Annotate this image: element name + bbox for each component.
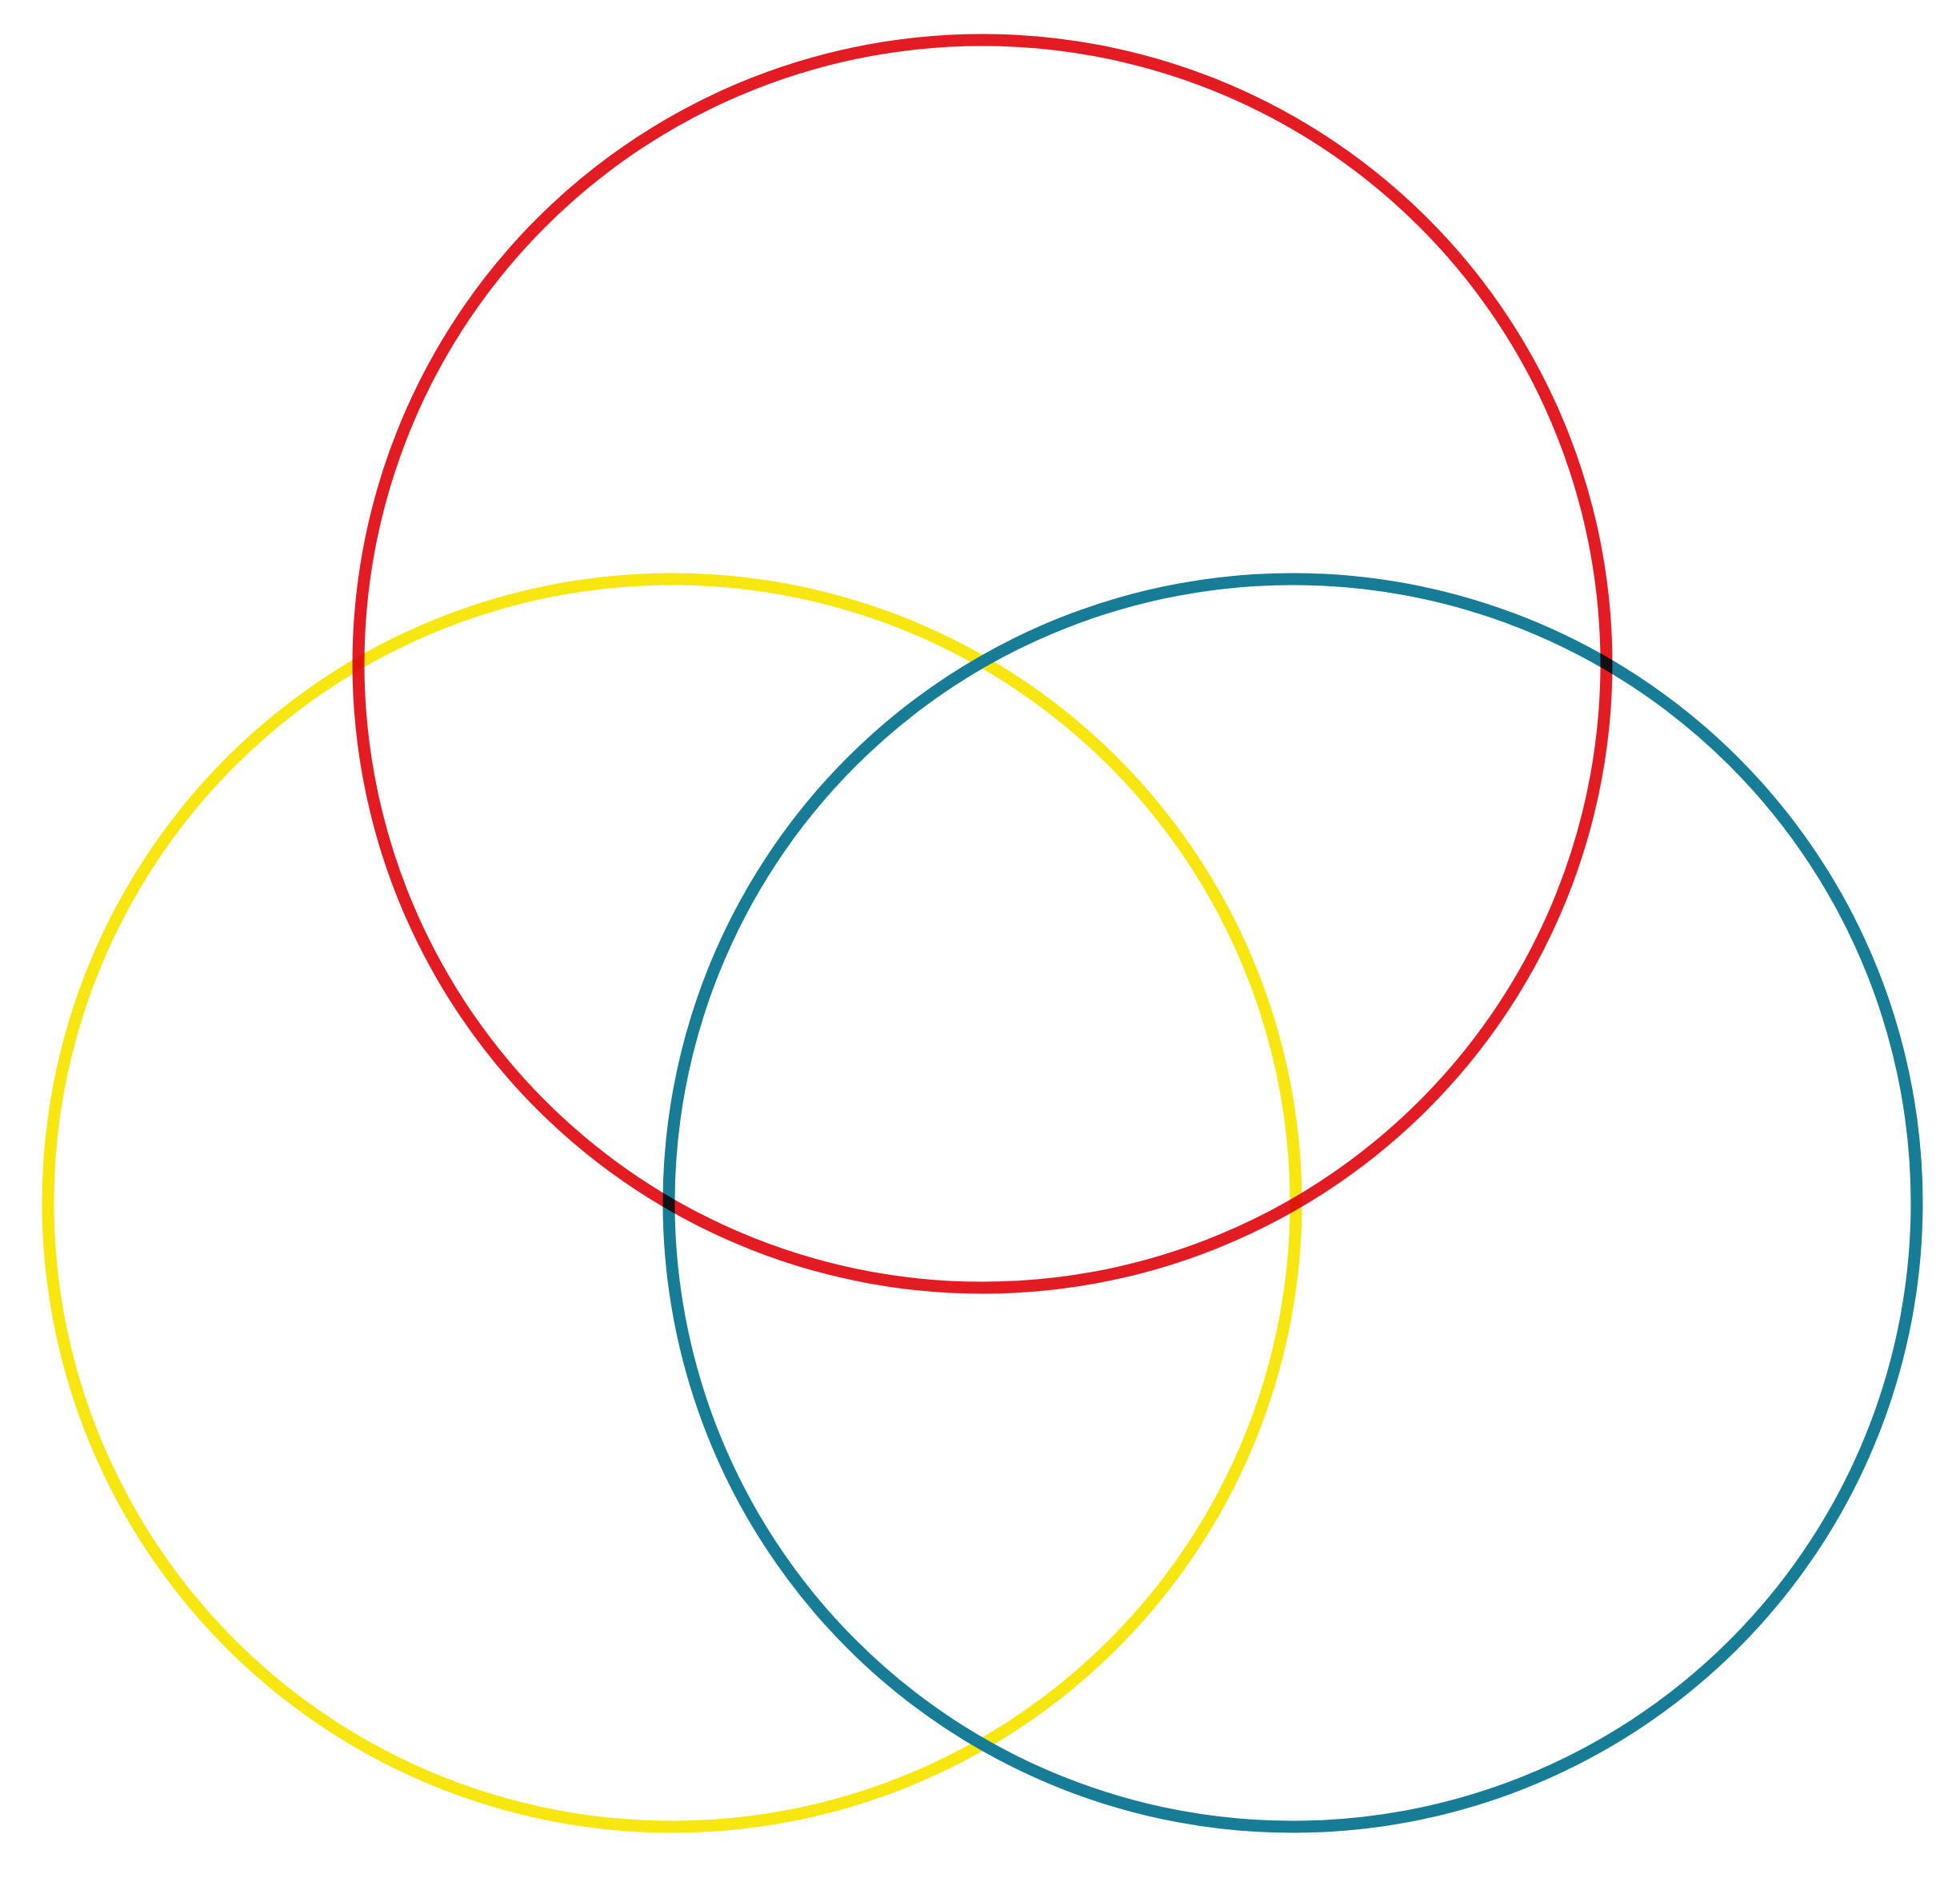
venn-circle-top — [352, 34, 1613, 1294]
